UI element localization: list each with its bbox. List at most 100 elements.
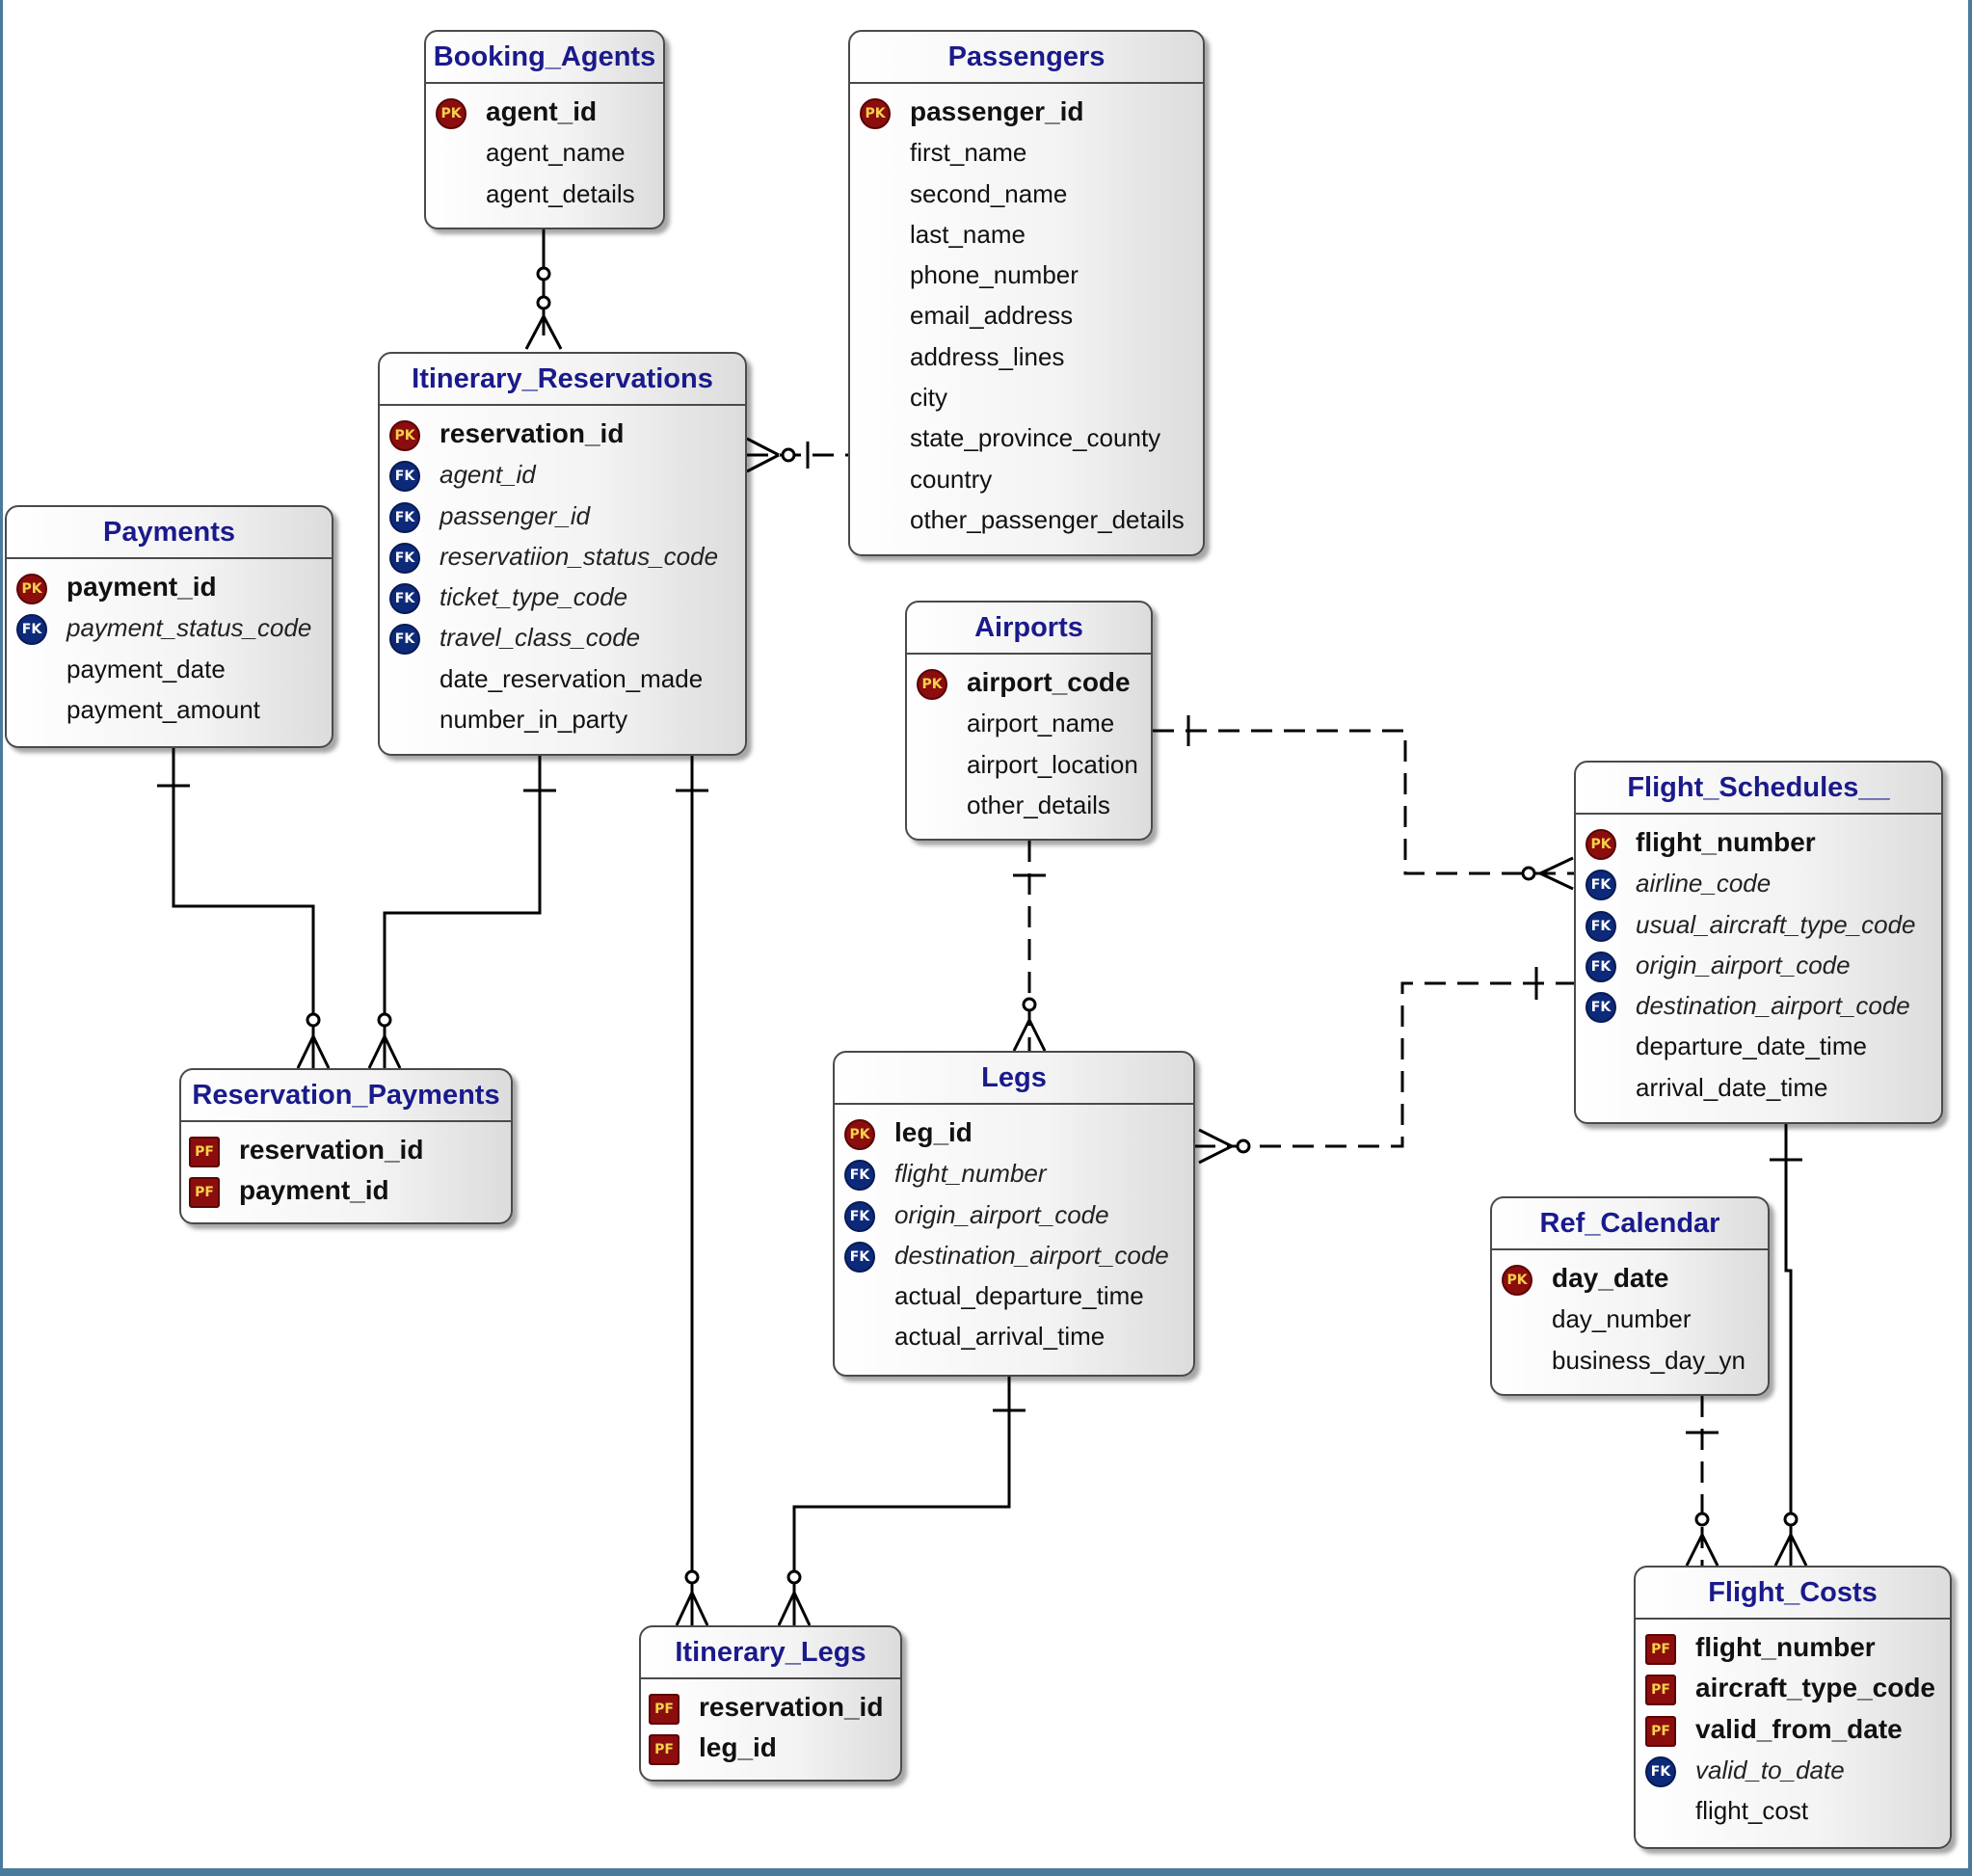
rel-airports-schedules	[1153, 715, 1577, 891]
rel-airports-legs	[1012, 841, 1047, 1053]
pk-key-icon: PK	[844, 1119, 875, 1150]
entity-title: Itinerary_Legs	[641, 1627, 900, 1679]
attribute-name: day_number	[1552, 1304, 1692, 1334]
attribute-name: agent_id	[486, 96, 598, 126]
pf-key-icon: PF	[649, 1694, 680, 1725]
fk-key-icon: FK	[1586, 870, 1616, 901]
attribute-list: PK day_date day_number business_day_yn	[1492, 1250, 1768, 1380]
rel-reservations-itinlegs	[675, 756, 709, 1626]
attribute-name: departure_date_time	[1636, 1032, 1867, 1061]
attribute-name: second_name	[910, 178, 1068, 208]
attribute-row: city	[850, 377, 1203, 417]
attribute-name: destination_airport_code	[894, 1240, 1169, 1270]
attribute-name: other_details	[967, 790, 1110, 819]
attribute-row: FK reservatiion_status_code	[380, 536, 745, 576]
rel-legs-itinlegs	[777, 1377, 1026, 1626]
rel-schedules-costs	[1770, 1124, 1808, 1567]
fk-key-icon: FK	[389, 624, 420, 656]
attribute-row: FK airline_code	[1576, 863, 1941, 903]
fk-key-icon: FK	[844, 1241, 875, 1273]
attribute-row: agent_details	[426, 174, 663, 214]
entity-title: Reservation_Payments	[181, 1070, 511, 1122]
rel-calendar-costs	[1685, 1396, 1719, 1567]
pk-key-icon: PK	[1502, 1265, 1532, 1296]
attribute-name: reservation_id	[699, 1692, 884, 1722]
attribute-row: payment_date	[7, 649, 332, 689]
pf-key-icon: PF	[1645, 1634, 1676, 1665]
attribute-name: agent_id	[440, 460, 536, 490]
attribute-row: airport_location	[907, 744, 1151, 785]
entity-title: Flight_Costs	[1636, 1568, 1950, 1620]
pf-key-icon: PF	[1645, 1715, 1676, 1747]
pf-key-icon: PF	[189, 1137, 220, 1167]
attribute-name: airport_name	[967, 709, 1115, 738]
attribute-name: reservatiion_status_code	[440, 541, 719, 571]
attribute-row: FK agent_id	[380, 454, 745, 495]
pf-key-icon: PF	[649, 1734, 680, 1766]
attribute-name: ticket_type_code	[440, 582, 628, 612]
rel-payments-respayments	[157, 748, 331, 1069]
attribute-name: last_name	[910, 219, 1026, 249]
attribute-name: flight_cost	[1695, 1796, 1809, 1826]
attribute-name: payment_date	[67, 654, 226, 683]
attribute-name: travel_class_code	[440, 623, 641, 653]
attribute-name: airline_code	[1636, 869, 1772, 898]
attribute-name: actual_arrival_time	[894, 1322, 1106, 1352]
pk-key-icon: PK	[16, 574, 47, 604]
entity-title: Itinerary_Reservations	[380, 354, 745, 406]
attribute-name: day_date	[1552, 1263, 1669, 1293]
attribute-name: country	[910, 464, 993, 494]
attribute-name: state_province_county	[910, 423, 1161, 453]
fk-key-icon: FK	[389, 461, 420, 493]
attribute-row: email_address	[850, 295, 1203, 335]
attribute-row: agent_name	[426, 132, 663, 173]
attribute-row: PK day_date	[1492, 1258, 1768, 1299]
rel-passengers-reservations	[746, 437, 848, 473]
attribute-name: airport_code	[967, 667, 1131, 697]
attribute-name: agent_details	[486, 178, 635, 208]
attribute-name: origin_airport_code	[894, 1199, 1109, 1229]
attribute-row: other_details	[907, 785, 1151, 825]
entity-title: Passengers	[850, 32, 1203, 84]
attribute-name: passenger_id	[910, 96, 1084, 126]
attribute-name: flight_number	[894, 1159, 1047, 1189]
attribute-name: other_passenger_details	[910, 504, 1185, 534]
attribute-name: business_day_yn	[1552, 1345, 1745, 1375]
fk-key-icon: FK	[844, 1160, 875, 1192]
fk-key-icon: FK	[389, 542, 420, 574]
attribute-row: second_name	[850, 174, 1203, 214]
pf-key-icon: PF	[189, 1177, 220, 1209]
